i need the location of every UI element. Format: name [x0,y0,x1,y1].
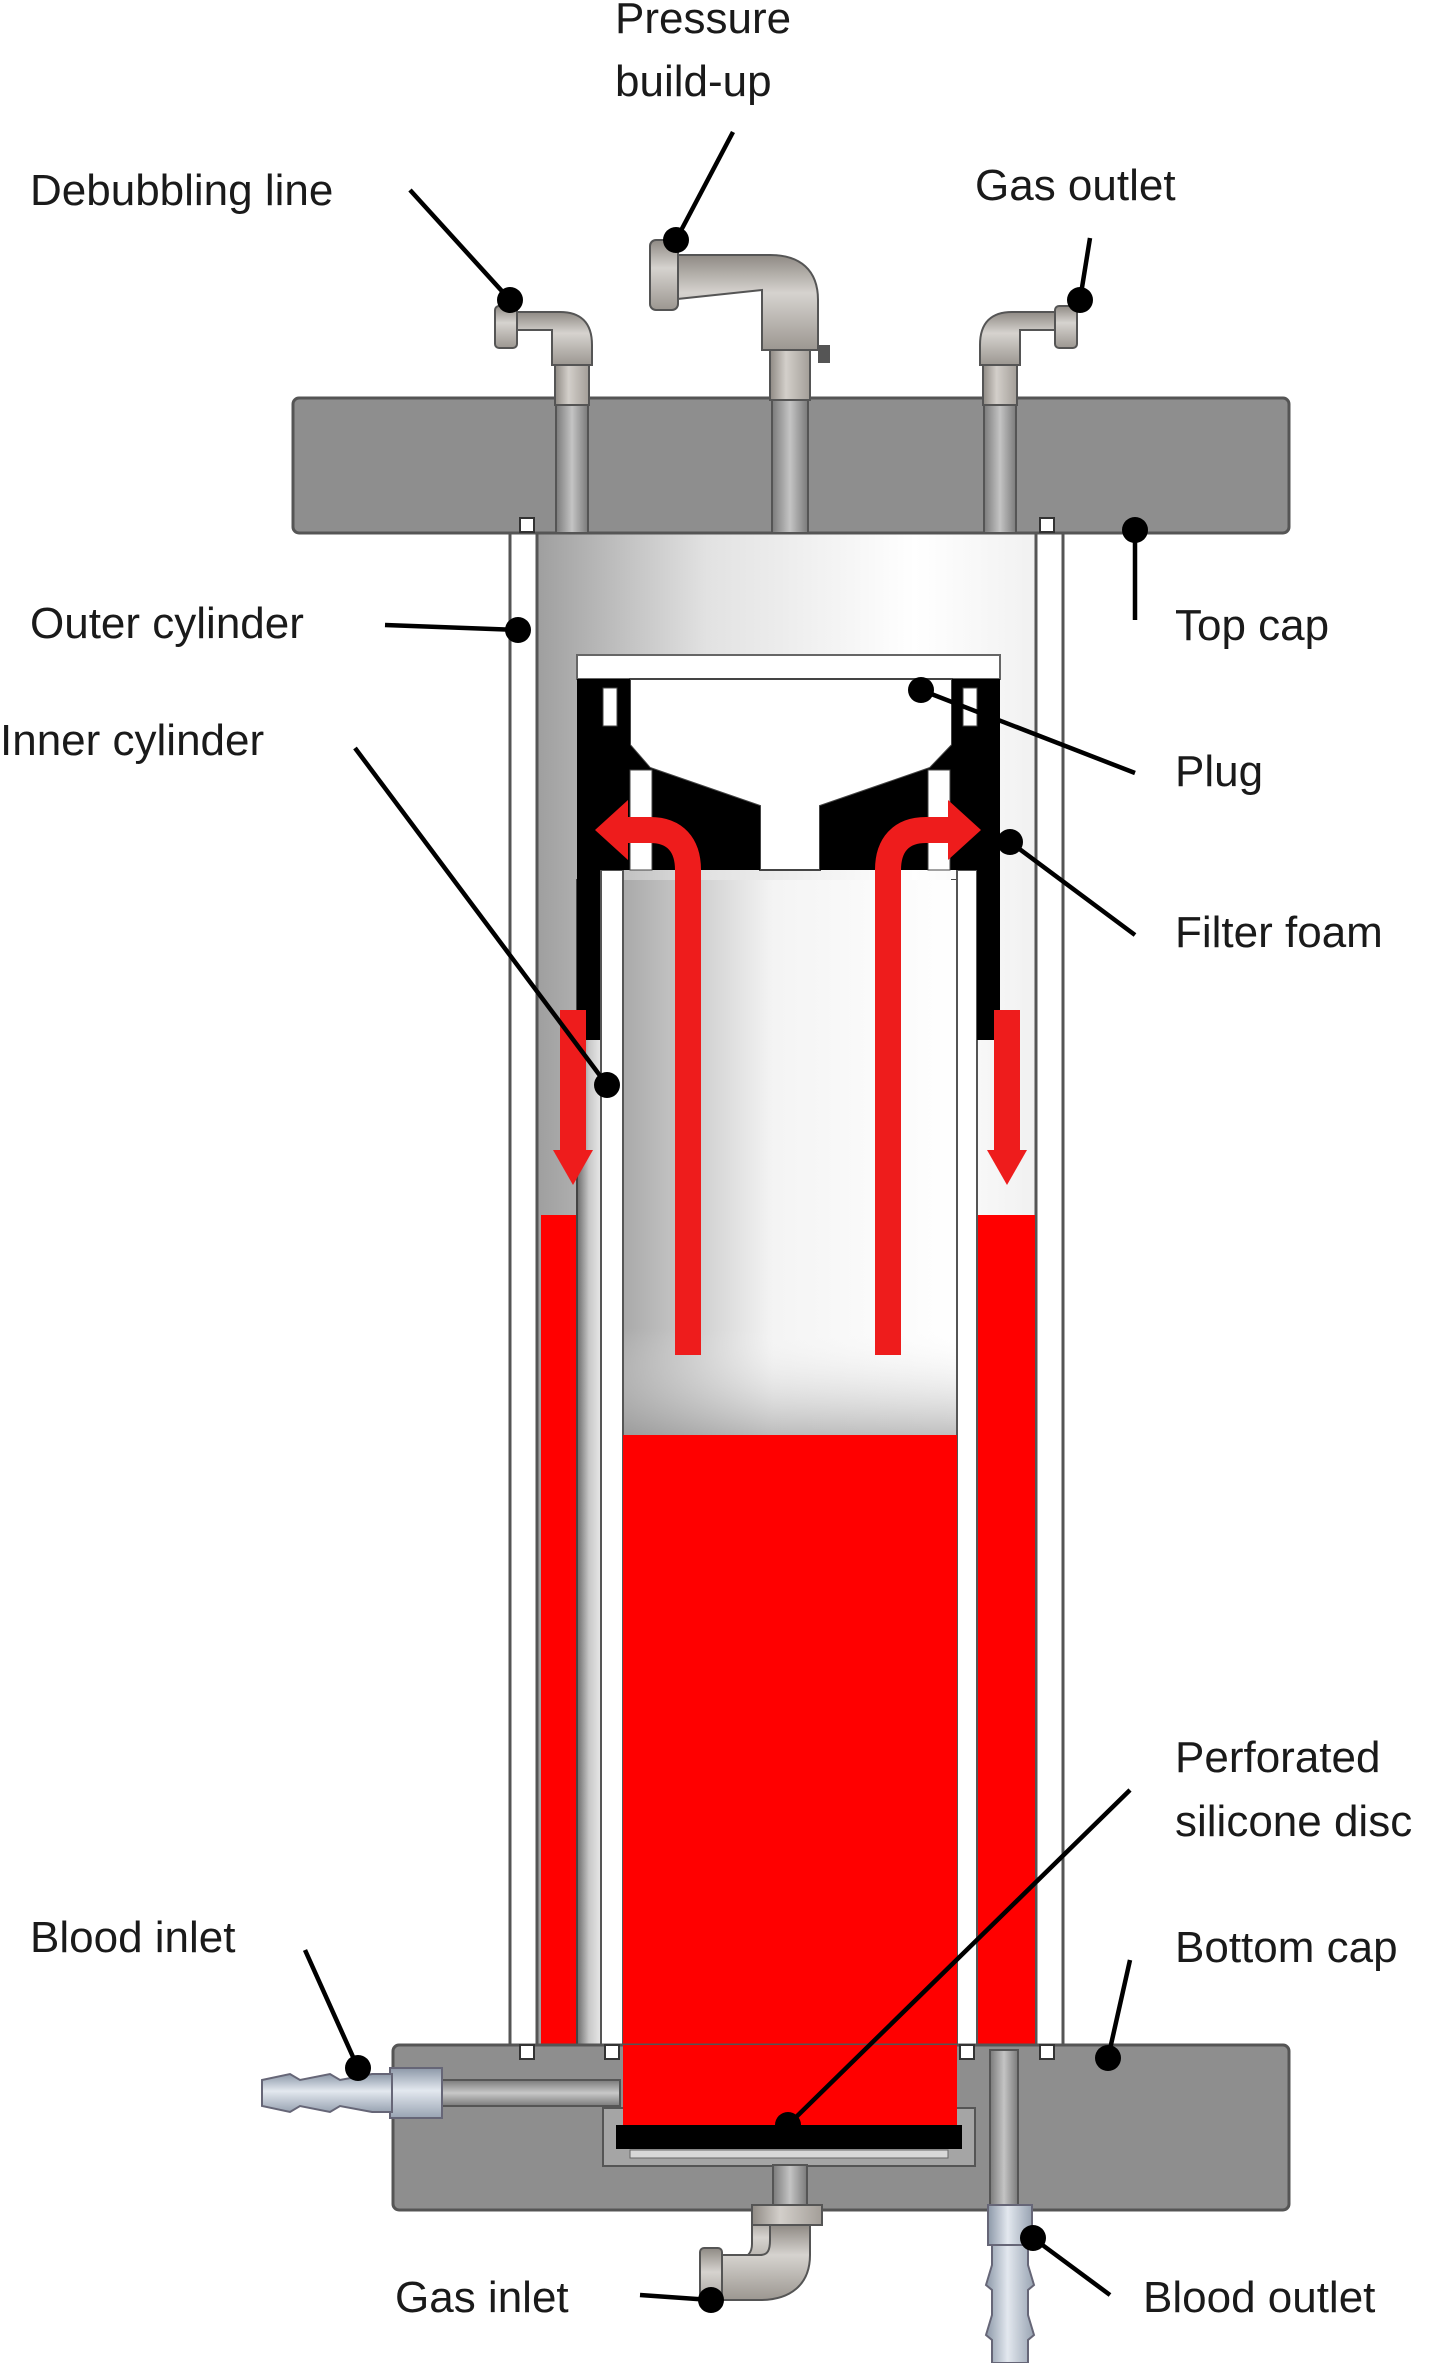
blood-outlet-barb-icon [984,2204,1036,2363]
filter-foam [577,679,1000,1040]
elbow-fitting-icon [494,239,1078,406]
label-debubbling-line: Debubbling line [30,166,333,215]
label-blood-inlet: Blood inlet [30,1913,235,1962]
label-pressure-line2: build-up [615,57,772,106]
label-inner-cylinder: Inner cylinder [0,716,264,765]
red-flow-arrow [560,817,1020,1355]
hose-barb-icon [261,2067,443,2119]
labels: Pressure build-up Debubbling line Gas ou… [0,0,1412,2322]
label-filter-foam: Filter foam [1175,908,1383,957]
leader-lines [302,130,1148,2313]
plug [576,654,1001,871]
label-outer-cylinder: Outer cylinder [30,599,304,648]
label-gas-outlet: Gas outlet [975,161,1176,210]
label-perforated-line2: silicone disc [1175,1797,1412,1846]
label-blood-outlet: Blood outlet [1143,2273,1375,2322]
label-perforated-line1: Perforated [1175,1733,1380,1782]
blood-bottom [623,2045,957,2125]
label-bottom-cap: Bottom cap [1175,1923,1398,1972]
label-gas-inlet: Gas inlet [395,2273,569,2322]
label-top-cap: Top cap [1175,601,1329,650]
label-plug: Plug [1175,747,1263,796]
label-pressure-line1: Pressure [615,0,791,43]
flow-arrowheads [553,800,1027,1185]
inner-cylinder [576,869,978,2051]
